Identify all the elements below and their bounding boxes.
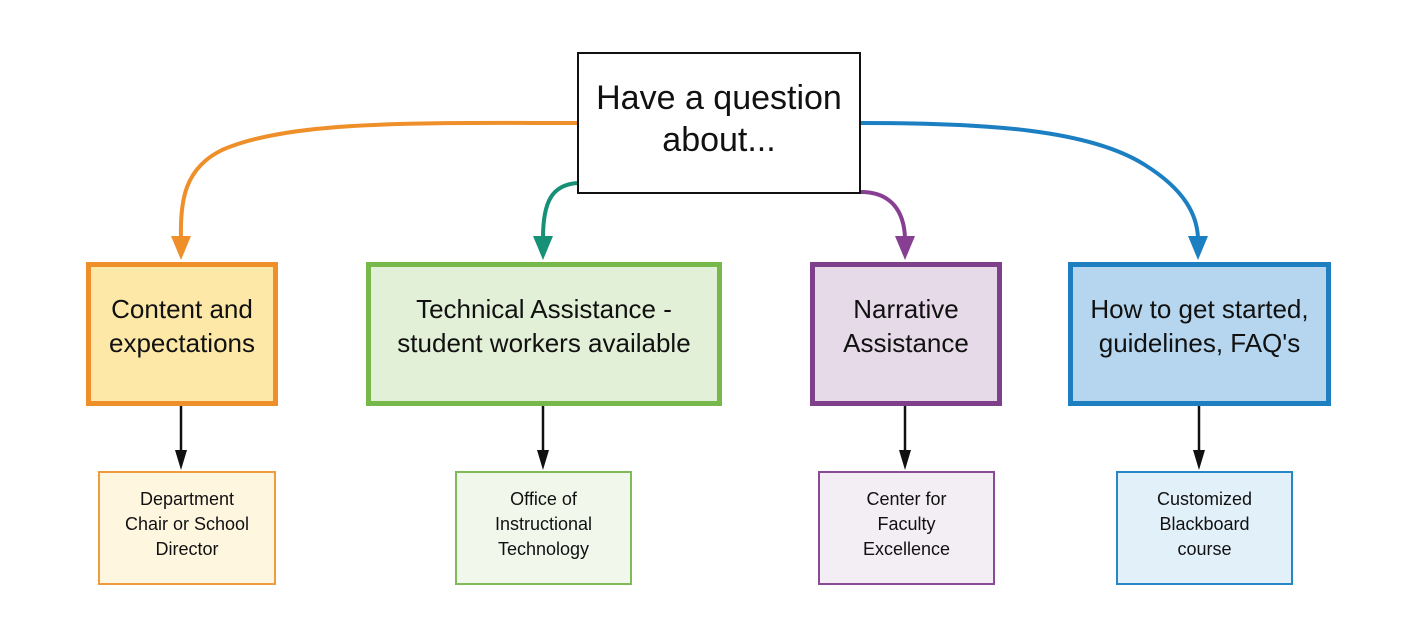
category-label-line2: expectations bbox=[109, 328, 255, 358]
category-label-line1: How to get started, bbox=[1090, 294, 1309, 324]
leaf-label-line2: Chair or School bbox=[124, 513, 250, 534]
arrow-getting-started-to-leaf bbox=[1193, 406, 1205, 470]
root-label-line2: about... bbox=[662, 121, 776, 159]
category-node-content: Content and expectations bbox=[86, 262, 278, 406]
category-node-getting-started: How to get started, guidelines, FAQ's bbox=[1068, 262, 1331, 406]
leaf-label-line2: Faculty bbox=[877, 513, 936, 534]
root-node-question: Have a question about... bbox=[577, 52, 861, 194]
category-label-line2: Assistance bbox=[843, 328, 969, 358]
leaf-node-department-chair: Department Chair or School Director bbox=[98, 471, 276, 585]
category-label-line2: guidelines, FAQ's bbox=[1098, 328, 1301, 358]
leaf-node-blackboard-course: Customized Blackboard course bbox=[1116, 471, 1293, 585]
leaf-label-line3: Technology bbox=[497, 538, 590, 559]
leaf-node-faculty-excellence: Center for Faculty Excellence bbox=[818, 471, 995, 585]
category-label-line2: student workers available bbox=[397, 328, 691, 358]
category-label-line1: Content and bbox=[111, 294, 253, 324]
leaf-label-line1: Department bbox=[139, 488, 235, 509]
arrow-root-to-technical bbox=[533, 181, 578, 260]
category-node-narrative: Narrative Assistance bbox=[810, 262, 1002, 406]
arrow-content-to-leaf bbox=[175, 406, 187, 470]
leaf-label-line3: course bbox=[1177, 538, 1232, 559]
root-label-line1: Have a question bbox=[596, 79, 842, 117]
leaf-node-instructional-technology: Office of Instructional Technology bbox=[455, 471, 632, 585]
arrow-narrative-to-leaf bbox=[899, 406, 911, 470]
leaf-label-line1: Customized bbox=[1156, 488, 1253, 509]
leaf-label-line3: Director bbox=[155, 538, 219, 559]
leaf-label-line3: Excellence bbox=[862, 538, 951, 559]
category-node-technical: Technical Assistance - student workers a… bbox=[366, 262, 722, 406]
category-label-line1: Narrative bbox=[853, 294, 959, 324]
arrow-root-to-content bbox=[171, 120, 578, 260]
category-label-line1: Technical Assistance - bbox=[416, 294, 672, 324]
arrow-root-to-getting-started bbox=[860, 121, 1208, 260]
leaf-label-line1: Office of bbox=[510, 488, 577, 509]
arrow-technical-to-leaf bbox=[537, 406, 549, 470]
leaf-label-line2: Blackboard bbox=[1159, 513, 1250, 534]
leaf-label-line1: Center for bbox=[866, 488, 947, 509]
arrow-root-to-narrative bbox=[860, 190, 915, 260]
leaf-label-line2: Instructional bbox=[494, 513, 593, 534]
